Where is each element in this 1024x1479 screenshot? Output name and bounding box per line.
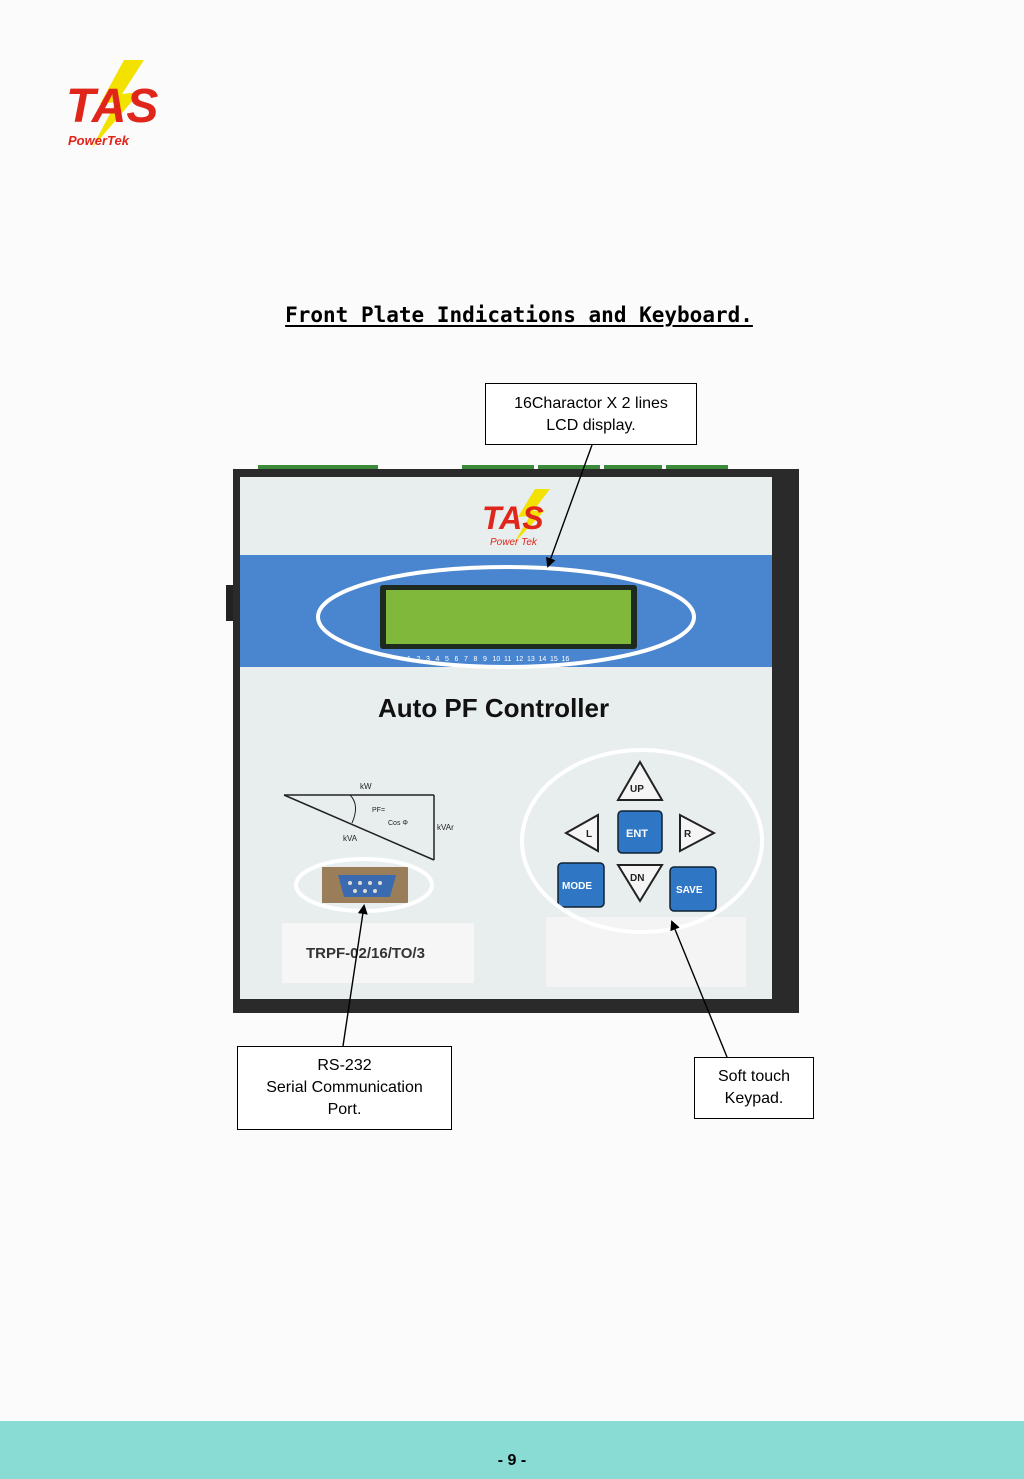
- indicator-number: 12: [516, 656, 524, 663]
- keypad: UP L ENT R MODE DN SAVE: [557, 760, 717, 912]
- lcd-callout: 16Charactor X 2 lines LCD display.: [485, 383, 697, 445]
- tas-powertek-logo: TAS PowerTek: [52, 52, 192, 152]
- down-key[interactable]: [616, 864, 664, 903]
- indicator-number: 13: [527, 656, 535, 663]
- up-key[interactable]: [616, 760, 664, 801]
- diagram-kw-label: kW: [360, 782, 372, 791]
- page-title: Front Plate Indications and Keyboard.: [285, 303, 753, 327]
- mode-key[interactable]: [557, 862, 605, 908]
- power-triangle-diagram: kW PF= Cos Φ kVA kVAr: [283, 782, 454, 861]
- rs232-callout: RS-232 Serial Communication Port.: [237, 1046, 452, 1130]
- up-key-label: UP: [630, 784, 644, 795]
- lcd-callout-line: 16Charactor X 2 lines: [514, 395, 668, 412]
- indicator-number: 11: [504, 656, 511, 663]
- rs232-arrow: [342, 904, 368, 1047]
- logo-brand-text: TAS: [66, 80, 158, 133]
- logo-graphic: TAS PowerTek: [66, 60, 158, 148]
- keypad-callout-line: Keypad.: [724, 1090, 784, 1107]
- left-key-label: L: [586, 829, 592, 840]
- diagram-kva-label: kVA: [343, 834, 358, 843]
- right-key[interactable]: [679, 813, 717, 853]
- device-logo-text: TAS: [482, 500, 544, 536]
- model-label-plate: [282, 923, 474, 983]
- down-key-label: DN: [630, 873, 644, 884]
- indicator-number: 7: [464, 656, 468, 663]
- lightning-bolt-icon: [92, 60, 144, 148]
- product-name: Auto PF Controller: [378, 693, 609, 723]
- model-label: TRPF-02/16/TO/3: [306, 945, 425, 962]
- device-logo-bolt-icon: [514, 489, 550, 543]
- indicator-number: 10: [493, 656, 501, 663]
- indicator-number: 15: [550, 656, 558, 663]
- left-key[interactable]: [563, 813, 599, 853]
- device-logo-sub: Power Tek: [490, 537, 538, 548]
- blank-label-area: [546, 917, 746, 987]
- save-key-label: SAVE: [676, 885, 703, 896]
- keypad-arrow: [670, 920, 728, 1058]
- save-key[interactable]: [669, 866, 717, 912]
- indicator-number: 14: [539, 656, 547, 663]
- indicator-number: 9: [483, 656, 487, 663]
- page-footer: [0, 1421, 1024, 1479]
- indicator-number: 8: [474, 656, 478, 663]
- enter-key[interactable]: [617, 810, 663, 854]
- diagram-cos-label: Cos Φ: [388, 820, 408, 827]
- lcd-display: [386, 590, 631, 644]
- keypad-highlight-ellipse: [520, 748, 764, 934]
- indicator-number: 5: [445, 656, 449, 663]
- indicator-number: 6: [455, 656, 459, 663]
- indicator-number: 16: [562, 656, 570, 663]
- logo-sub-text: PowerTek: [68, 133, 130, 148]
- diagram-kvar-label: kVAr: [437, 823, 454, 832]
- rs232-callout-line: RS-232: [317, 1057, 372, 1074]
- lcd-callout-line: LCD display.: [546, 417, 636, 434]
- rs232-callout-line: Serial Communication: [266, 1079, 423, 1096]
- rs232-port: [322, 867, 408, 903]
- lcd-highlight-ellipse: [316, 565, 696, 669]
- page-number: - 9 -: [497, 1452, 527, 1469]
- lcd-arrow: [546, 444, 593, 568]
- indicator-number: 3: [426, 656, 430, 663]
- rs232-callout-line: Port.: [327, 1101, 362, 1118]
- keypad-callout-line: Soft touch: [717, 1068, 791, 1085]
- mode-key-label: MODE: [562, 881, 592, 892]
- indicator-number: 4: [436, 656, 440, 663]
- keypad-callout: Soft touch Keypad.: [694, 1057, 814, 1119]
- right-key-label: R: [684, 829, 692, 840]
- diagram-pf-label: PF=: [372, 807, 385, 814]
- enter-key-label: ENT: [626, 828, 648, 840]
